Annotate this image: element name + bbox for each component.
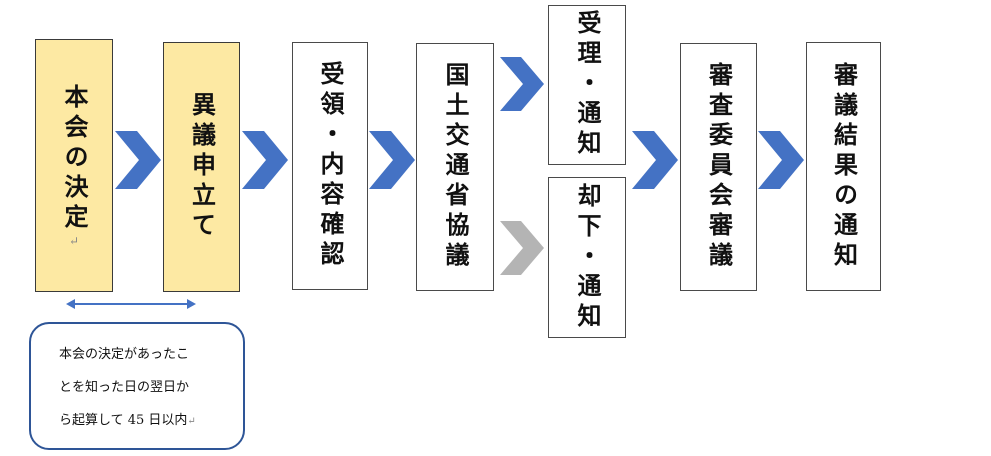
note-line: ら起算して 45 日以内↵ xyxy=(59,413,196,428)
double-arrow-icon xyxy=(66,299,196,309)
step-review: 審査委員会審議 xyxy=(680,43,757,291)
chevron-arrow-icon xyxy=(758,131,804,189)
note-line: とを知った日の翌日か xyxy=(59,380,190,395)
step-receipt: 受領・内容確認 xyxy=(292,42,368,290)
return-mark: ↵ xyxy=(187,416,196,427)
step-notify: 審議結果の通知 xyxy=(806,42,881,291)
step-decision: 本会の決定↵ xyxy=(35,39,113,292)
step-accept-label: 受理・通知 xyxy=(573,10,602,160)
chevron-gray-arrow-icon xyxy=(500,221,544,275)
chevron-arrow-icon xyxy=(369,131,415,189)
step-receipt-label: 受領・内容確認 xyxy=(316,61,345,271)
step-accept: 受理・通知 xyxy=(548,5,626,165)
step-consult: 国土交通省協議 xyxy=(416,43,494,291)
step-reject: 却下・通知 xyxy=(548,177,626,338)
chevron-arrow-icon xyxy=(632,131,678,189)
step-consult-label: 国土交通省協議 xyxy=(441,62,470,272)
deadline-note: 本会の決定があったこ とを知った日の翌日か ら起算して 45 日以内↵ xyxy=(29,322,245,450)
chevron-arrow-icon xyxy=(500,57,544,111)
step-review-label: 審査委員会審議 xyxy=(704,62,734,272)
note-line: 本会の決定があったこ xyxy=(59,347,190,362)
step-reject-label: 却下・通知 xyxy=(573,182,602,333)
step-objection: 異議申立て xyxy=(163,42,240,292)
chevron-arrow-icon xyxy=(115,131,161,189)
step-objection-label: 異議申立て xyxy=(187,92,217,242)
step-notify-label: 審議結果の通知 xyxy=(829,61,859,272)
chevron-arrow-icon xyxy=(242,131,288,189)
step-decision-label: 本会の決定↵ xyxy=(60,83,89,248)
